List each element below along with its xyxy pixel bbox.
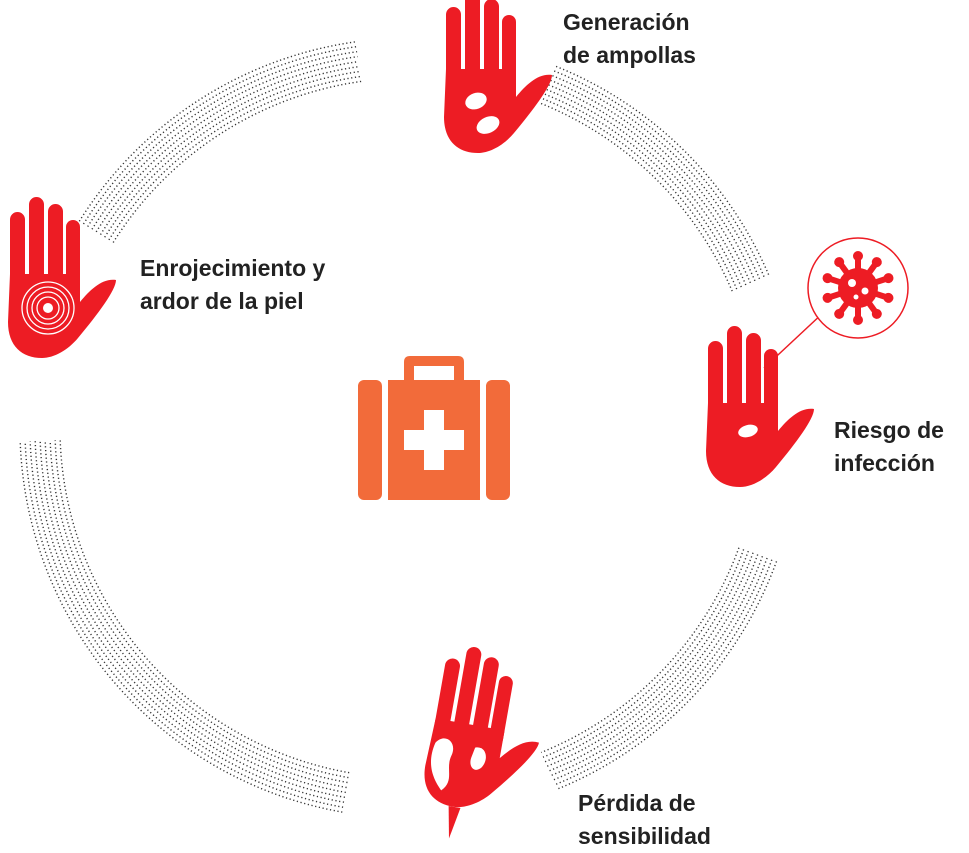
dotted-arc-line <box>104 70 360 238</box>
dotted-arc-line <box>95 60 359 233</box>
arc-lower-right <box>540 547 778 791</box>
dotted-arc-line <box>49 440 348 784</box>
dotted-arc-line <box>87 51 358 227</box>
arc-upper-left <box>78 41 362 243</box>
first-aid-kit-icon <box>358 356 510 500</box>
dotted-arc-line <box>78 41 356 222</box>
dotted-arc-line <box>99 65 360 235</box>
stage-label-sensitivity: Pérdida de sensibilidad <box>578 787 711 853</box>
label-line: Riesgo de <box>834 417 944 443</box>
hand-burn-target-icon <box>8 197 116 358</box>
dotted-arc-line <box>44 440 347 789</box>
virus-icon <box>807 237 909 339</box>
dotted-arc-line <box>546 552 754 768</box>
dotted-arc-line <box>553 559 773 786</box>
hand-blisters-icon <box>444 0 552 153</box>
label-line: de ampollas <box>563 42 696 68</box>
dotted-arc-line <box>553 70 766 278</box>
dotted-arc-line <box>555 561 778 791</box>
dotted-arc-line <box>550 556 764 777</box>
dotted-arc-line <box>112 80 362 243</box>
dotted-arc-line <box>91 55 358 230</box>
dotted-arc-line <box>540 547 740 754</box>
label-line: infección <box>834 450 935 476</box>
dotted-arc-line <box>544 93 743 288</box>
label-line: Enrojecimiento y <box>140 255 326 281</box>
dotted-arc-line <box>59 440 350 774</box>
dotted-arc-line <box>552 557 768 781</box>
dotted-cycle-arcs <box>19 41 778 813</box>
label-line: Generación <box>563 9 690 35</box>
stage-label-infection: Riesgo de infección <box>834 414 944 480</box>
dotted-arc-line <box>540 102 733 292</box>
label-line: sensibilidad <box>578 823 711 849</box>
dotted-arc-line <box>29 441 345 803</box>
arc-upper-right <box>540 65 770 292</box>
dotted-arc-line <box>108 75 361 241</box>
stage-label-blisters: Generación de ampollas <box>563 6 696 72</box>
dotted-arc-line <box>542 98 738 290</box>
hand-damaged-icon <box>419 642 554 839</box>
dotted-arc-line <box>555 65 770 276</box>
dotted-arc-line <box>542 549 745 758</box>
dotted-arc-line <box>548 84 752 284</box>
hand-infection-icon <box>706 326 814 487</box>
dotted-arc-line <box>544 550 749 763</box>
dotted-arc-line <box>546 88 747 286</box>
dotted-arc-line <box>548 554 759 772</box>
dotted-arc-line <box>39 440 346 794</box>
dotted-arc-line <box>550 79 756 282</box>
dotted-arc-line <box>552 75 761 280</box>
arc-lower-left <box>19 440 350 813</box>
label-line: ardor de la piel <box>140 288 304 314</box>
infection-badge-connector <box>763 311 825 369</box>
stage-label-redness: Enrojecimiento y ardor de la piel <box>140 252 325 318</box>
dotted-arc-line <box>19 441 343 813</box>
dotted-arc-line <box>24 441 344 808</box>
dotted-arc-line <box>34 441 346 798</box>
dotted-arc-line <box>82 46 357 225</box>
label-line: Pérdida de <box>578 790 696 816</box>
